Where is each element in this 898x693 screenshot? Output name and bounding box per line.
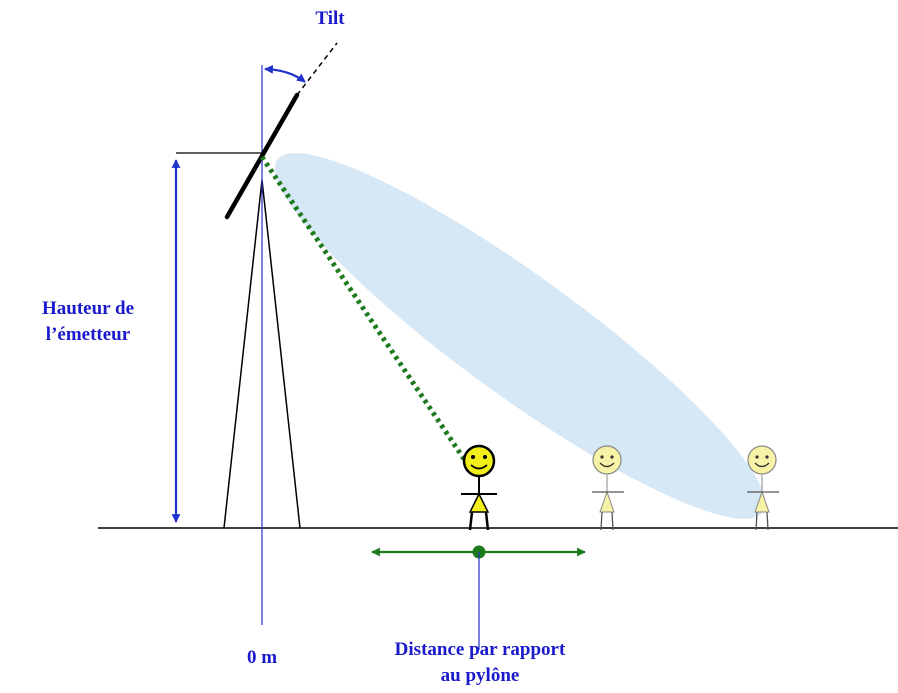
height-label: Hauteur de l’émetteur (22, 296, 154, 348)
height-label-line-1: Hauteur de (41, 298, 134, 319)
person-near (461, 444, 497, 531)
signal-path-dotted (259, 155, 473, 470)
distance-label-line-1: Distance par rapport (394, 639, 566, 660)
tilt-angle-arrow (264, 64, 306, 83)
person-far (747, 445, 779, 531)
tilt-label: Tilt (315, 8, 345, 29)
tilt-extension-line (296, 42, 338, 96)
distance-label: Distance par rapport au pylône (349, 637, 611, 689)
height-label-line-2: l’émetteur (45, 324, 131, 345)
person-middle (592, 445, 624, 531)
antenna-panel (224, 92, 300, 220)
distance-label-line-2: au pylône (440, 665, 520, 686)
beam-lobe (274, 153, 766, 519)
zero-meter-label: 0 m (246, 647, 278, 668)
